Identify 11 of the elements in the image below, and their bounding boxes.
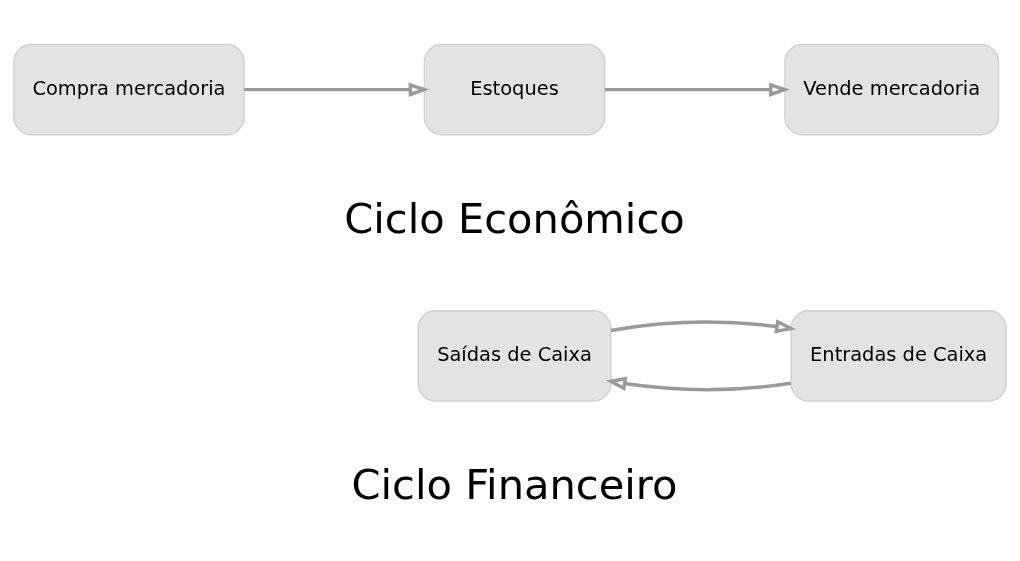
arrow <box>244 81 430 97</box>
arrow <box>610 318 796 334</box>
node-box: Vende mercadoria <box>784 43 1000 135</box>
label: Ciclo Econômico <box>344 193 685 243</box>
node-box: Estoques <box>423 43 606 135</box>
node-box: Compra mercadoria <box>13 43 245 135</box>
arrow <box>605 376 791 391</box>
node-box: Entradas de Caixa <box>790 309 1007 402</box>
arrow <box>604 81 790 97</box>
label: Ciclo Financeiro <box>351 459 678 509</box>
node-box: Saídas de Caixa <box>417 309 612 402</box>
